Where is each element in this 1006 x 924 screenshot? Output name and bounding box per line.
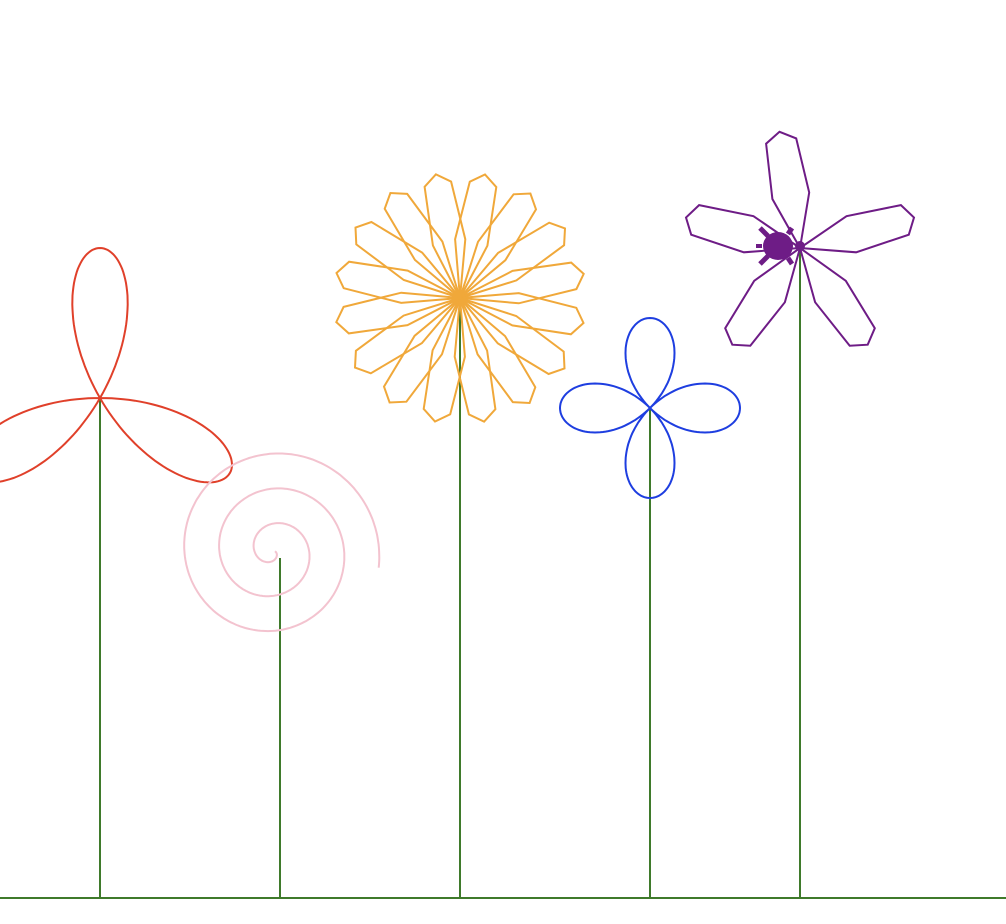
daisy-petal — [457, 192, 538, 301]
purple-petal — [797, 204, 916, 254]
stems — [99, 248, 801, 898]
daisy-petal — [382, 295, 463, 404]
purple-five-petal-flower — [684, 130, 916, 347]
turtle-shell — [763, 232, 793, 260]
daisy-petal — [454, 173, 498, 302]
turtle-leg — [785, 256, 795, 266]
daisy-petal — [457, 295, 566, 376]
daisy-petal — [457, 221, 567, 300]
daisy-petal — [453, 294, 497, 423]
daisy-petal — [456, 292, 585, 336]
orange-daisy-flower — [335, 173, 585, 423]
turtle-leg — [785, 226, 795, 236]
blue-four-petal-flower — [558, 316, 741, 500]
daisy-petal — [383, 191, 462, 301]
daisy-petal — [335, 291, 464, 335]
daisy-petal — [422, 294, 466, 423]
turtle-icon — [756, 226, 805, 266]
purple-petal — [765, 130, 811, 251]
pink-spiral — [183, 452, 381, 633]
purple-petal — [684, 204, 803, 254]
red-trefoil-flower — [0, 247, 234, 484]
daisy-petal — [353, 296, 463, 375]
daisy-petal — [354, 220, 463, 301]
daisy-petal — [335, 260, 464, 304]
purple-petal — [724, 245, 802, 347]
daisy-petal — [458, 295, 537, 405]
purple-petal — [798, 245, 876, 347]
turtle-leg — [758, 226, 770, 238]
daisy-petal — [423, 173, 467, 302]
turtle-leg — [758, 254, 770, 266]
turtle-head — [795, 241, 805, 251]
daisy-petal — [456, 261, 585, 305]
